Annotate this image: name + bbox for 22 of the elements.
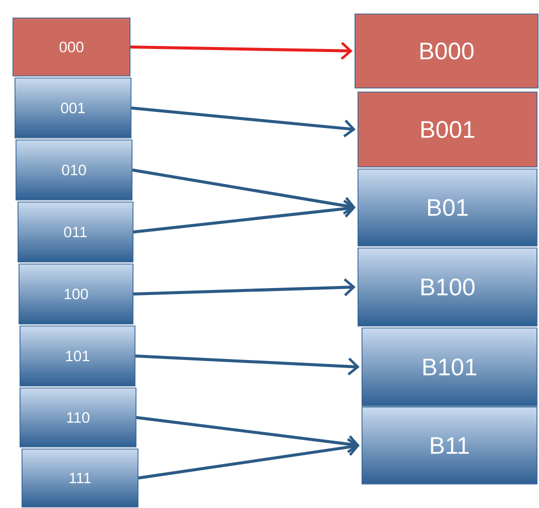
bucket-box: B11: [362, 406, 538, 484]
arrow: [131, 106, 356, 138]
arrow: [133, 200, 356, 234]
bucket-box: B000: [354, 14, 538, 88]
bucket-box: B001: [358, 92, 538, 168]
arrow: [130, 42, 353, 60]
arrow: [133, 278, 356, 296]
index-box: 011: [18, 202, 134, 262]
arrow: [135, 354, 360, 376]
arrow: [132, 168, 356, 215]
index-box: 101: [20, 326, 136, 386]
bucket-box: B01: [358, 168, 538, 246]
arrow: [138, 438, 360, 480]
bucket-box: B101: [362, 328, 538, 406]
index-box: 001: [14, 78, 132, 138]
index-box: 010: [16, 140, 132, 200]
arrow: [136, 416, 360, 454]
index-box: 110: [20, 388, 136, 448]
bucket-box: B100: [358, 248, 538, 326]
index-box: 111: [22, 448, 138, 508]
index-box: 100: [18, 264, 134, 324]
index-box: 000: [12, 18, 130, 76]
